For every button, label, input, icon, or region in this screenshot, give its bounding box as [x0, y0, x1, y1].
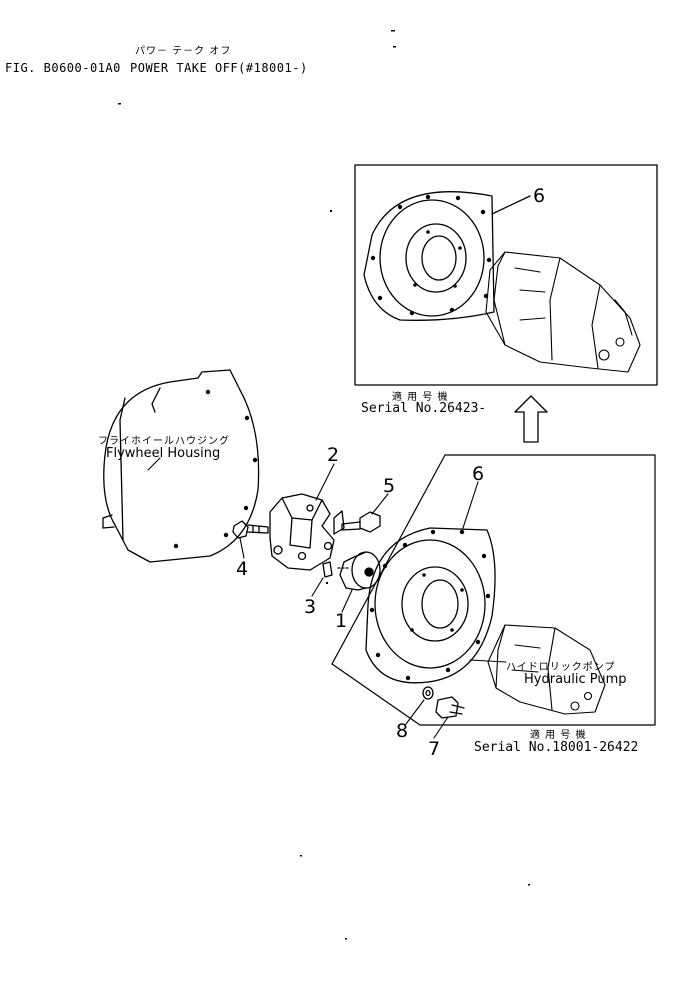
serial-number-bottom: Serial No.18001-26422 [474, 740, 639, 755]
bolt-5 [333, 510, 381, 535]
flywheel-housing-label: Flywheel Housing [106, 446, 221, 461]
coupling-2 [269, 493, 335, 571]
callout-6-bottom: 6 [472, 463, 485, 485]
adapter-flange-top [363, 191, 495, 321]
bolt-4 [232, 520, 269, 539]
applicable-models-label-top: 適 用 号 機 [392, 392, 449, 403]
hydraulic-pump-label: Hydraulic Pump [524, 672, 627, 687]
damper-element-1 [339, 551, 381, 591]
flywheel-housing [102, 369, 260, 563]
callout-1: 1 [335, 610, 348, 632]
washer-8 [422, 686, 434, 700]
pin-3 [322, 561, 349, 578]
title-japanese: パワ－ テ－ク オフ [135, 46, 232, 57]
applicable-models-label-bottom: 適 用 号 機 [530, 730, 587, 741]
inset-frame-top [354, 164, 658, 386]
callout-7: 7 [428, 738, 441, 760]
callout-4: 4 [236, 558, 249, 580]
callout-5: 5 [383, 475, 396, 497]
callout-2: 2 [327, 444, 340, 466]
callout-6-top: 6 [533, 185, 546, 207]
inset-frame-bottom [331, 454, 656, 726]
callout-8: 8 [396, 720, 409, 742]
adapter-flange-bottom [365, 527, 496, 684]
callout-3: 3 [304, 596, 317, 618]
hydraulic-pump-top [485, 251, 641, 373]
hydraulic-pump-label-jp: ハイドロリックポンプ [506, 662, 616, 673]
bolt-7 [435, 696, 465, 719]
serial-number-top: Serial No.26423- [361, 401, 487, 416]
title-english: POWER TAKE OFF(#18001-) [130, 61, 308, 75]
figure-number: FIG. B0600-01A0 [5, 61, 121, 75]
arrow-up-icon [514, 395, 548, 443]
flywheel-housing-label-jp: フライホイールハウジング [98, 436, 230, 447]
hydraulic-pump-bottom [487, 624, 606, 715]
